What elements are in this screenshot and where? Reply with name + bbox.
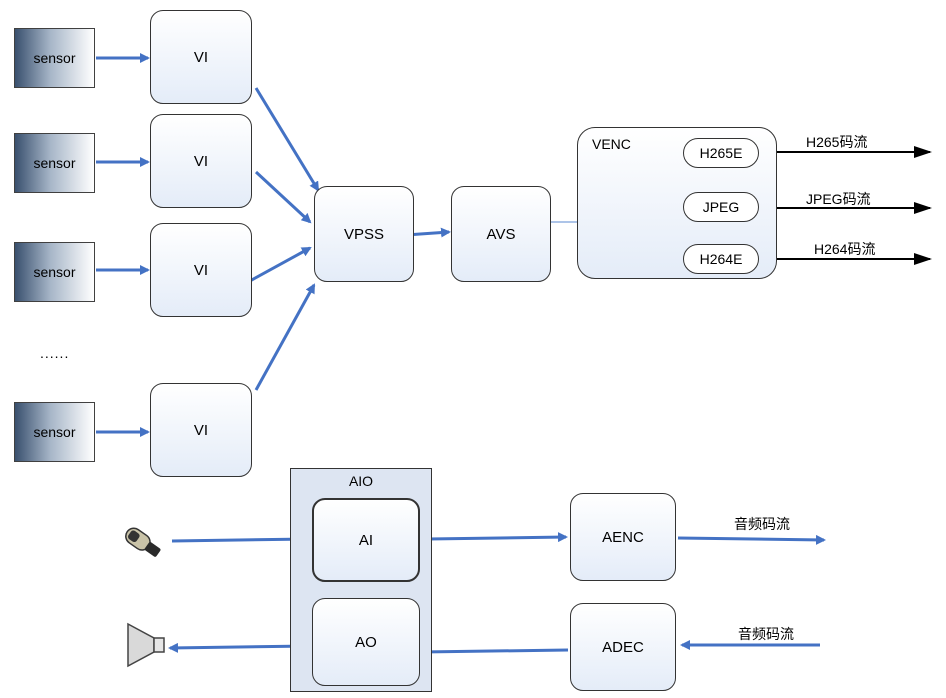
vpss-label: VPSS xyxy=(343,225,385,243)
ellipsis: ...... xyxy=(40,345,70,361)
arrow-aenc-stream xyxy=(677,534,826,545)
vi-box-2: VI xyxy=(150,114,252,208)
sensor-3: sensor xyxy=(14,242,95,302)
sensor-1: sensor xyxy=(14,28,95,88)
stream-label-jpeg: JPEG码流 xyxy=(806,191,871,207)
encoder-h264e: H264E xyxy=(683,244,759,274)
ai-box: AI xyxy=(312,498,420,582)
encoder-label: JPEG xyxy=(702,199,740,215)
microphone-icon xyxy=(125,527,161,557)
speaker-icon xyxy=(127,622,165,668)
ai-label: AI xyxy=(358,531,374,549)
arrow-vi4-vpss xyxy=(254,283,316,391)
arrow-adec-ao xyxy=(420,646,569,657)
sensor-label: sensor xyxy=(33,155,76,171)
vi-label: VI xyxy=(193,421,209,439)
vi-box-1: VI xyxy=(150,10,252,104)
sensor-label: sensor xyxy=(33,424,76,440)
encoder-label: H264E xyxy=(699,251,743,267)
sensor-2: sensor xyxy=(14,133,95,193)
arrow-mic-ai xyxy=(171,534,312,545)
aio-title: AIO xyxy=(348,473,374,489)
stream-label-h264: H264码流 xyxy=(814,241,876,257)
vi-box-4: VI xyxy=(150,383,252,477)
vi-label: VI xyxy=(193,152,209,170)
avs-label: AVS xyxy=(486,225,516,243)
arrow-vi2-vpss xyxy=(254,170,312,224)
sensor-4: sensor xyxy=(14,402,95,462)
arrow-ai-aenc xyxy=(427,532,568,543)
vi-label: VI xyxy=(193,261,209,279)
stream-label-h265: H265码流 xyxy=(806,134,868,150)
encoder-h265e: H265E xyxy=(683,138,759,168)
ao-label: AO xyxy=(355,633,377,651)
sensor-label: sensor xyxy=(33,50,76,66)
adec-label: ADEC xyxy=(602,638,644,656)
aenc-label: AENC xyxy=(602,528,644,546)
encoder-jpeg: JPEG xyxy=(683,192,759,222)
vi-label: VI xyxy=(193,48,209,66)
adec-box: ADEC xyxy=(570,603,676,691)
encoder-label: H265E xyxy=(699,145,743,161)
ao-box: AO xyxy=(312,598,420,686)
vi-box-3: VI xyxy=(150,223,252,317)
avs-box: AVS xyxy=(451,186,551,282)
arrow-ao-speaker xyxy=(168,642,311,653)
aenc-box: AENC xyxy=(570,493,676,581)
sensor-label: sensor xyxy=(33,264,76,280)
vpss-box: VPSS xyxy=(314,186,414,282)
audio-stream-out-label: 音频码流 xyxy=(734,516,790,532)
venc-title: VENC xyxy=(592,136,631,152)
arrow-vi1-vpss xyxy=(254,87,320,192)
audio-stream-in-label: 音频码流 xyxy=(738,626,794,642)
arrow-vi3-vpss xyxy=(247,246,312,284)
